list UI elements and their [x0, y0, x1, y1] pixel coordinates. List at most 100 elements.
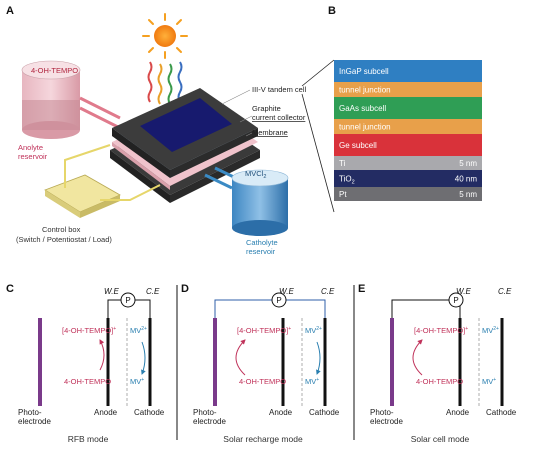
cathode-label: Cathode — [486, 408, 517, 417]
layer-thickness-6: 40 nm — [455, 175, 478, 184]
control-wires — [64, 144, 161, 201]
zoom-lines — [301, 59, 335, 213]
layer-3 — [334, 119, 482, 134]
ce-label: C.E — [498, 287, 512, 296]
tempo-reduced-label: 4-OH-TEMPO — [416, 377, 463, 386]
photoelectrode — [38, 318, 42, 406]
we-label: W.E — [104, 287, 119, 296]
mv-reduced-label: MV+ — [130, 377, 144, 386]
layer-thickness-5: 5 nm — [459, 159, 477, 168]
wire — [135, 299, 151, 345]
ce-label: C.E — [321, 287, 335, 296]
potentiostat-icon — [448, 292, 464, 308]
photoelectrode — [213, 318, 217, 406]
wire — [107, 299, 121, 345]
mv-oxidized-label: MV2+ — [130, 326, 147, 335]
photoelectrode-label-2: electrode — [370, 417, 403, 426]
layer-2 — [334, 97, 482, 119]
cathode — [323, 318, 327, 406]
membrane-label: Membrane — [252, 128, 288, 137]
photoelectrode-label-1: Photo- — [18, 408, 42, 417]
panel-letter-b: B — [328, 5, 336, 17]
catholyte-arrow — [316, 341, 321, 375]
mv-oxidized-label: MV2+ — [482, 326, 499, 335]
layer-label-3: tunnel junction — [339, 123, 391, 132]
collector-label-2: current collector — [252, 113, 306, 122]
anolyte-arrow — [235, 339, 246, 376]
layer-0 — [334, 60, 482, 82]
anode-label: Anode — [269, 408, 293, 417]
mode-caption: Solar recharge mode — [223, 434, 303, 444]
tempo-oxidized-label: [4-OH-TEMPO]+ — [62, 326, 116, 335]
layer-1 — [334, 82, 482, 97]
catholyte-reservoir — [231, 169, 289, 236]
catholyte-reservoir-label-1: Catholyte — [246, 238, 278, 247]
tempo-oxidized-label: [4-OH-TEMPO]+ — [414, 326, 468, 335]
catholyte-reservoir-label-2: reservoir — [246, 247, 276, 256]
sun-icon — [142, 13, 188, 59]
layer-label-2: GaAs subcell — [339, 104, 386, 113]
catholyte-arrow — [141, 341, 146, 375]
anolyte-reservoir — [21, 60, 81, 139]
mode-panel-c: C W.E C.E P [4-OH-TEMPO]+ 4-OH-TEMPO MV2+ MV+ Ph… — [6, 283, 165, 444]
anode — [106, 318, 110, 406]
anolyte-reservoir-label-1: Anolyte — [18, 143, 43, 152]
cathode-label: Cathode — [134, 408, 165, 417]
anolyte-label: 4-OH-TEMPO — [31, 66, 78, 75]
layer-label-4: Ge subcell — [339, 141, 377, 150]
ce-label: C.E — [146, 287, 160, 296]
layer-5 — [334, 156, 482, 170]
mode-panel-d: D W.E C.E P [4-OH-TEMPO]+ 4-OH-TEMPO MV2+ MV+ Ph… — [176, 283, 340, 444]
photoelectrode-label-2: electrode — [193, 417, 226, 426]
anode-label: Anode — [94, 408, 118, 417]
anolyte-reservoir-label-2: reservoir — [18, 152, 48, 161]
potentiostat-label: P — [125, 296, 130, 305]
collector-label-1: Graphite — [252, 104, 281, 113]
anode — [458, 318, 462, 406]
potentiostat-icon — [120, 292, 136, 308]
panel-letter-e: E — [358, 283, 365, 295]
layer-thickness-7: 5 nm — [459, 190, 477, 199]
layer-7 — [334, 187, 482, 201]
cathode — [500, 318, 504, 406]
anolyte-tubes — [79, 96, 121, 130]
light-rays — [147, 61, 183, 105]
potentiostat-label: P — [453, 296, 458, 305]
tandem-cell-label: III-V tandem cell — [252, 85, 307, 94]
mv-reduced-label: MV+ — [482, 377, 496, 386]
anode — [281, 318, 285, 406]
modes-root: C W.E C.E P [4-OH-TEMPO]+ 4-OH-TEMPO MV2+ MV+ Ph… — [6, 283, 517, 444]
panel-letter-c: C — [6, 283, 14, 295]
cathode — [148, 318, 152, 406]
panel-letter-a: A — [6, 5, 14, 17]
wire — [286, 299, 326, 345]
mode-caption: Solar cell mode — [411, 434, 470, 444]
mv-oxidized-label: MV2+ — [305, 326, 322, 335]
layer-label-7: Pt — [339, 190, 347, 199]
tempo-reduced-label: 4-OH-TEMPO — [64, 377, 111, 386]
tempo-reduced-label: 4-OH-TEMPO — [239, 377, 286, 386]
control-box-label-1: Control box — [42, 225, 81, 234]
photoelectrode — [390, 318, 394, 406]
potentiostat-label: P — [276, 296, 281, 305]
wire — [214, 299, 272, 345]
control-box — [44, 174, 121, 218]
anode-label: Anode — [446, 408, 470, 417]
callout-lines — [221, 89, 253, 137]
layer-label-1: tunnel junction — [339, 86, 391, 95]
control-box-label-2: (Switch / Potentiostat / Load) — [16, 235, 112, 244]
cathode-label: Cathode — [309, 408, 340, 417]
layer-label-5: Ti — [339, 159, 346, 168]
we-label: W.E — [279, 287, 294, 296]
anolyte-arrow — [99, 339, 105, 371]
panel-letter-d: D — [181, 283, 189, 295]
photoelectrode-label-1: Photo- — [193, 408, 217, 417]
anolyte-arrow — [412, 339, 423, 376]
tempo-oxidized-label: [4-OH-TEMPO]+ — [237, 326, 291, 335]
mv-reduced-label: MV+ — [305, 377, 319, 386]
mode-caption: RFB mode — [68, 434, 109, 444]
we-label: W.E — [456, 287, 471, 296]
